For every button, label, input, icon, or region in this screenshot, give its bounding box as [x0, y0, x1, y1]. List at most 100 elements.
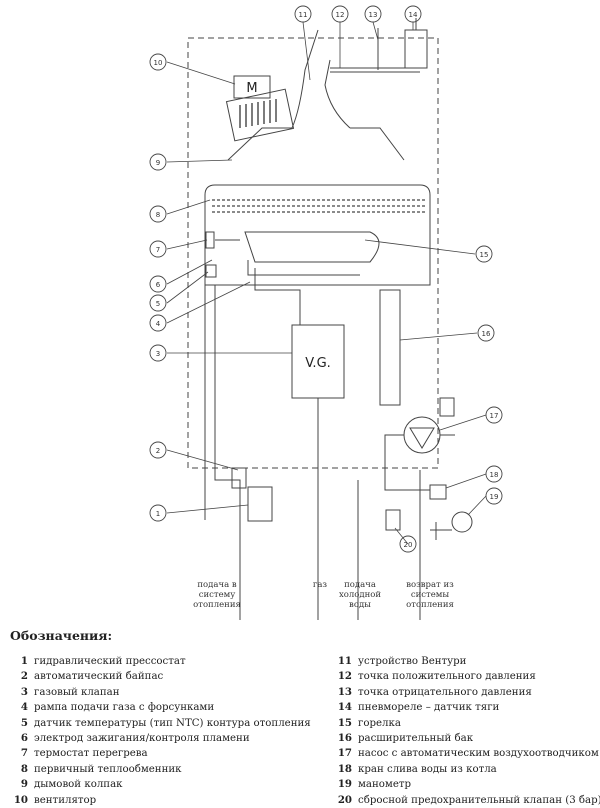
legend-item-text: устройство Вентури	[358, 656, 467, 667]
pressure-gauge	[451, 511, 473, 533]
callout-circle-20	[399, 535, 417, 553]
safety-valve	[385, 509, 401, 531]
callout-number-15: 15	[480, 251, 489, 259]
gas-valve-label: V.G.	[305, 356, 331, 371]
callout-number-17: 17	[490, 412, 499, 420]
legend-item-number: 2	[20, 670, 28, 683]
callout-circle-9	[149, 153, 167, 171]
venturi-device	[291, 29, 351, 129]
callout-number-20: 20	[404, 541, 413, 549]
heating-return-pipe	[384, 434, 455, 620]
callout-circle-15	[475, 245, 493, 263]
legend-item-number: 8	[20, 762, 28, 775]
callout-circle-14	[404, 5, 422, 23]
legend-item-number: 7	[20, 747, 28, 760]
callout-circle-16	[477, 324, 495, 342]
legend-item-text: дымовой колпак	[34, 779, 123, 791]
legend-title: Обозначения:	[10, 628, 113, 643]
fan-motor	[233, 75, 271, 99]
callout-number-1: 1	[156, 510, 160, 518]
air-pressure-switch	[404, 29, 428, 69]
legend-item-number: 12	[337, 670, 352, 683]
callout-number-19: 19	[490, 493, 499, 501]
callout-number-9: 9	[156, 159, 160, 167]
expansion-tank	[379, 289, 401, 406]
callout-number-7: 7	[156, 246, 160, 254]
legend-item-text: точка отрицательного давления	[358, 686, 532, 698]
legend-item: 17 насос с автоматическим воздухоотводчик…	[330, 746, 600, 761]
callout-number-8: 8	[156, 211, 160, 219]
legend-item-number: 18	[337, 762, 352, 775]
legend-item-text: первичный теплообменник	[34, 763, 182, 775]
legend-item: 15 горелка	[330, 716, 600, 731]
callout-number-13: 13	[369, 11, 378, 19]
callout-circle-8	[149, 205, 167, 223]
legend-item-number: 6	[20, 732, 28, 745]
callout-number-4: 4	[156, 320, 161, 328]
callout-circle-6	[149, 275, 167, 293]
callout-circle-19	[485, 487, 503, 505]
legend-item-number: 19	[337, 778, 352, 791]
fan-box	[225, 88, 295, 142]
callout-circle-17	[485, 406, 503, 424]
legend-item-text: рампа подачи газа с форсунками	[34, 702, 215, 714]
legend-item-number: 16	[337, 732, 352, 745]
legend-item-text: гидравлический прессостат	[34, 656, 186, 667]
legend-item-number: 15	[337, 716, 352, 729]
legend-item: 2 автоматический байпас	[6, 669, 311, 684]
callout-number-2: 2	[156, 447, 160, 455]
legend-item-text: насос с автоматическим воздухоотводчиком	[358, 748, 599, 760]
legend-item-number: 3	[20, 685, 28, 698]
legend-item: 3 газовый клапан	[6, 685, 311, 700]
callout-number-18: 18	[490, 471, 499, 479]
connection-cold-water: подача холодной воды	[338, 580, 382, 610]
legend-item-text: вентилятор	[34, 794, 97, 806]
legend-item-text: горелка	[358, 717, 401, 729]
legend-item-number: 13	[337, 685, 352, 698]
legend-item: 8 первичный теплообменник	[6, 762, 311, 777]
connection-heating-return: возврат из системы отопления	[406, 580, 454, 610]
legend-item-text: автоматический байпас	[34, 671, 164, 683]
legend-item: 13 точка отрицательного давления	[330, 685, 600, 700]
legend-item: 18 кран слива воды из котла	[330, 762, 600, 777]
legend-item-text: термостат перегрева	[34, 748, 148, 760]
hydraulic-pressostat	[247, 486, 273, 522]
callout-number-14: 14	[409, 11, 418, 19]
legend-item-number: 14	[337, 701, 352, 714]
callout-number-10: 10	[154, 59, 163, 67]
callout-circle-4	[149, 314, 167, 332]
callout-number-16: 16	[482, 330, 491, 338]
legend-item-text: электрод зажигания/контроля пламени	[34, 733, 250, 745]
callout-circle-7	[149, 240, 167, 258]
connection-heating-supply: подача в систему отопления	[193, 580, 241, 610]
callout-circle-10	[149, 53, 167, 71]
legend-item-text: манометр	[358, 779, 412, 791]
legend-item-number: 9	[20, 778, 28, 791]
callout-circle-1	[149, 504, 167, 522]
callout-number-6: 6	[156, 281, 161, 289]
legend-item-text: расширительный бак	[358, 733, 474, 745]
connection-gas: газ	[312, 580, 328, 590]
callout-number-11: 11	[299, 11, 308, 19]
legend-item: 9 дымовой колпак	[6, 777, 311, 792]
legend-item: 16 расширительный бак	[330, 731, 600, 746]
legend-item: 6 электрод зажигания/контроля пламени	[6, 731, 311, 746]
callout-circle-12	[331, 5, 349, 23]
legend-item: 7 термостат перегрева	[6, 746, 311, 761]
flue-hood	[227, 127, 405, 161]
callout-circle-2	[149, 441, 167, 459]
legend-item-text: газовый клапан	[34, 686, 120, 698]
gas-ramp	[247, 260, 360, 276]
legend-item-text: кран слива воды из котла	[358, 763, 497, 775]
legend-item-number: 17	[337, 747, 352, 760]
legend-item-number: 5	[20, 716, 28, 729]
